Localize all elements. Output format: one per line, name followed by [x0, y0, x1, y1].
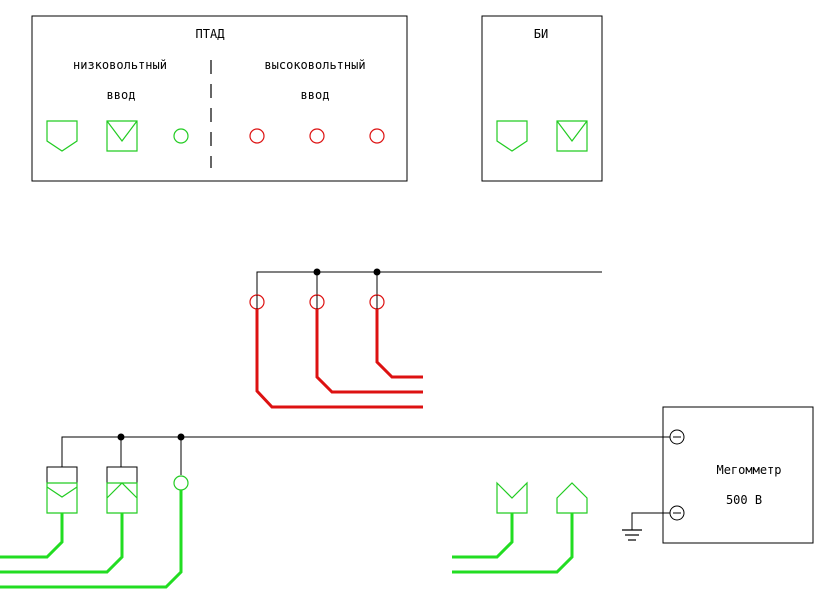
low-voltage-round-terminal-icon [173, 475, 189, 491]
high-voltage-terminal-icon [309, 128, 325, 144]
megger-line-terminal-icon [669, 429, 685, 445]
notch-terminal-icon [106, 120, 138, 152]
megger-voltage: 500 В [726, 493, 762, 507]
hv-cable [375, 309, 423, 379]
terminal-cap [106, 466, 138, 484]
lv-cable [0, 513, 124, 574]
megger-frame [662, 406, 814, 544]
pentagon-terminal-icon [46, 482, 78, 514]
notch-terminal-icon [496, 481, 528, 514]
high-voltage-terminal-icon [249, 128, 265, 144]
hv-cable [315, 309, 423, 394]
junction-dot [117, 433, 125, 441]
low-voltage-group [0, 433, 670, 589]
lv-cable [0, 513, 64, 559]
notch-terminal-icon [106, 482, 138, 514]
ground-icon [622, 529, 642, 541]
low-voltage-round-terminal-icon [173, 128, 189, 144]
high-voltage-label-1: высоковольтный [264, 58, 365, 72]
pentagon-down-terminal-icon [46, 120, 78, 152]
hv-bus-line [256, 271, 602, 295]
low-voltage-label-2: ввод [107, 88, 136, 102]
high-voltage-terminal-icon [369, 128, 385, 144]
ptad-title: ПТАД [196, 27, 226, 41]
junction-dot [313, 268, 321, 276]
megger-title: Мегомметр [716, 463, 781, 477]
bi-cable [452, 513, 514, 559]
megger-block: Мегомметр 500 В [622, 406, 814, 544]
bi-title: БИ [534, 27, 548, 41]
pentagon-down-terminal-icon [496, 120, 528, 152]
ground-wire [631, 512, 670, 530]
ptad-block: ПТАД низковольтный ввод высоковольтный в… [31, 15, 408, 182]
high-voltage-group [249, 268, 602, 409]
bi-cable [452, 513, 574, 574]
junction-dot [177, 433, 185, 441]
lv-cable [0, 490, 183, 589]
bi-frame [481, 15, 603, 182]
pentagon-up-terminal-icon [556, 482, 588, 514]
notch-terminal-icon [556, 120, 588, 152]
terminal-cap [46, 466, 78, 484]
lv-bus-line [61, 436, 670, 467]
junction-dot [373, 268, 381, 276]
low-voltage-label-1: низковольтный [73, 58, 167, 72]
high-voltage-label-2: ввод [301, 88, 330, 102]
hv-cable [255, 309, 423, 409]
ptad-frame [31, 15, 408, 182]
bi-block: БИ [481, 15, 603, 182]
